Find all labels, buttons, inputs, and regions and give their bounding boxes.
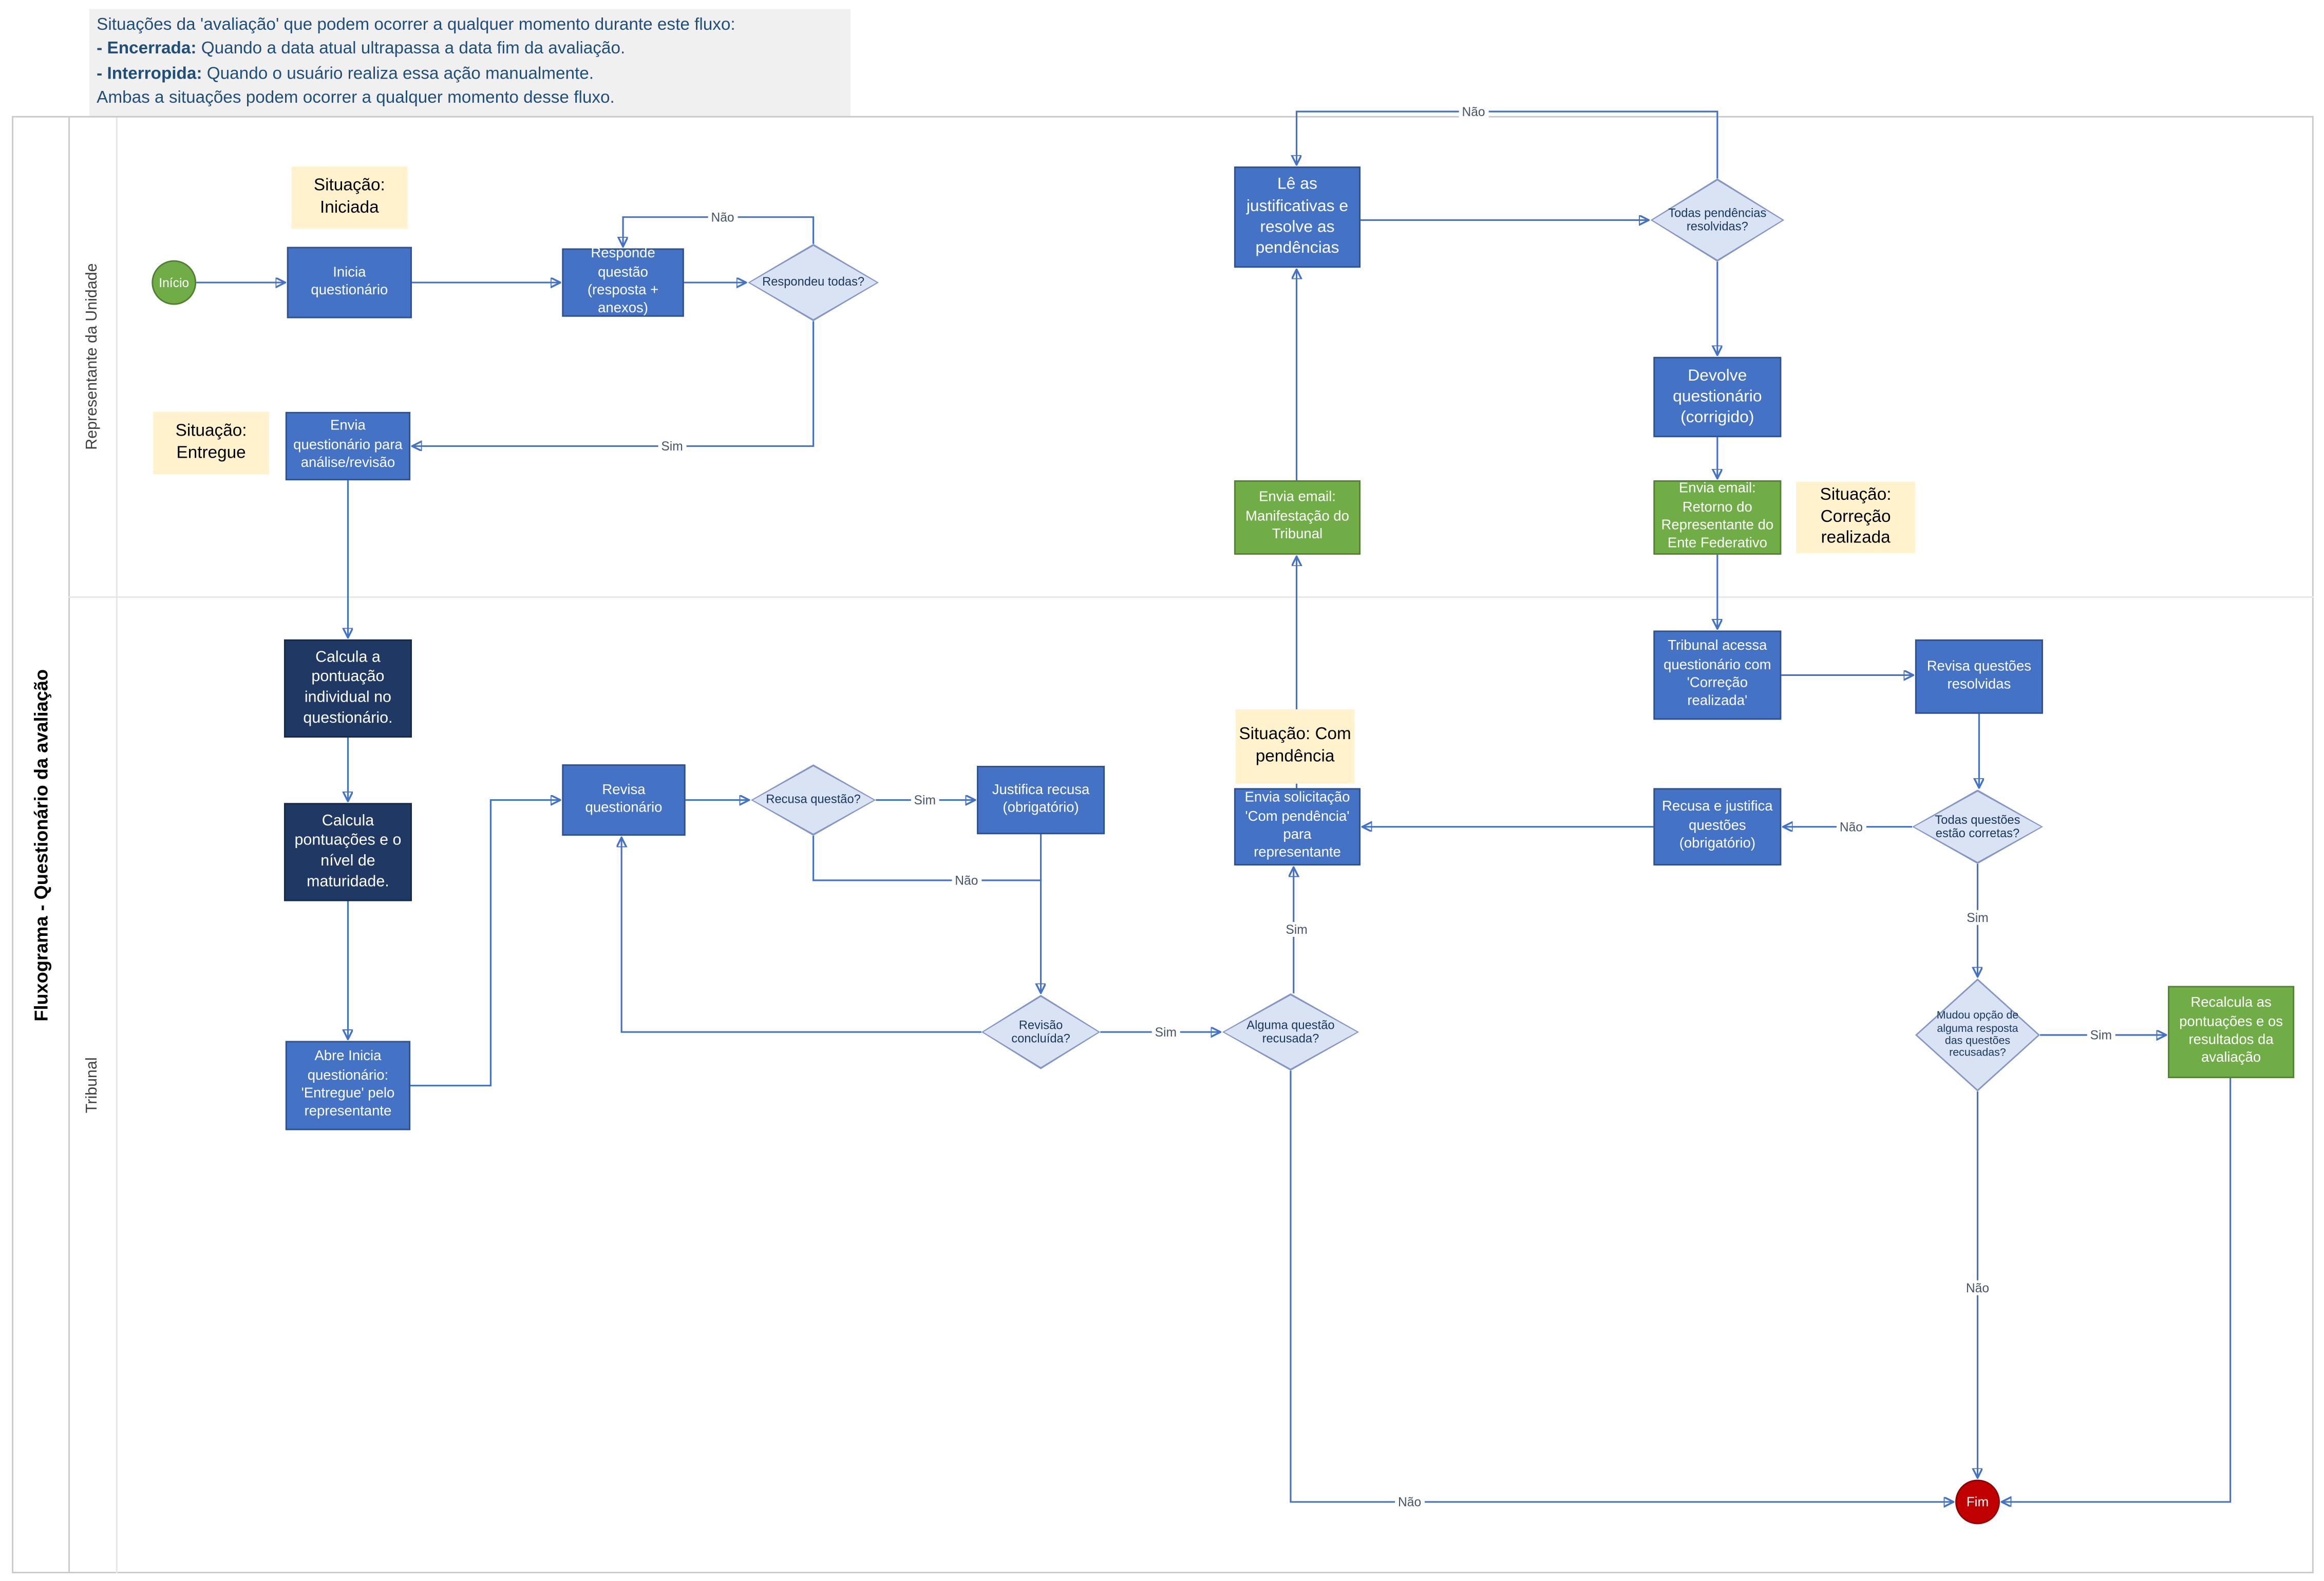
edge-label-respondeu-sim: Sim	[658, 439, 686, 454]
edge-label-alguma-nao: Não	[1395, 1494, 1424, 1510]
note-label: Situação: Iniciada	[313, 177, 385, 217]
node-tribunal-acessa: Tribunal acessa questionário com 'Correç…	[1653, 630, 1782, 720]
node-alguma-questao: Alguma questão recusada?	[1222, 993, 1359, 1071]
end-node: Fim	[1955, 1479, 2000, 1524]
node-recusa-questao: Recusa questão?	[751, 764, 876, 836]
edge-recalcula-fim	[2003, 1078, 2232, 1502]
note-interropida-text: Quando o usuário realiza essa ação manua…	[202, 65, 594, 83]
edge-alguma-nao-fim	[1290, 1070, 1952, 1502]
edge-respondeu-sim-envia	[413, 321, 815, 446]
node-label: Todas questões estão corretas?	[1935, 813, 2020, 840]
node-revisa-questionario: Revisa questionário	[562, 764, 686, 836]
note-situacao-iniciada: Situação: Iniciada	[291, 166, 408, 229]
node-label: Recalcula as pontuações e os resultados …	[2179, 995, 2283, 1067]
note-label: Situação: Correção realizada	[1820, 485, 1892, 548]
edge-label-mudou-sim: Sim	[2087, 1027, 2115, 1043]
node-abre-inicia: Abre Inicia questionário: 'Entregue' pel…	[285, 1041, 411, 1131]
node-label: Envia email: Retorno do Representante do…	[1661, 481, 1774, 553]
note-situacao-com-pendencia: Situação: Com pendência	[1235, 709, 1355, 784]
node-devolve-questionario: Devolve questionário (corrigido)	[1653, 356, 1782, 438]
note-box: Situações da 'avaliação' que podem ocorr…	[89, 9, 851, 118]
lane-label-representante: Representante da Unidade	[68, 117, 118, 596]
node-label: Recusa questão?	[766, 793, 861, 807]
node-label: Envia solicitação 'Com pendência' para r…	[1244, 790, 1350, 862]
edge-label-alguma-sim: Sim	[1282, 921, 1311, 937]
node-envia-email-manifestacao: Envia email: Manifestação do Tribunal	[1234, 480, 1361, 555]
edge-label-revisao-sim: Sim	[1151, 1024, 1180, 1040]
edge-pendencias-nao-loop	[1297, 110, 1718, 179]
node-label: Abre Inicia questionário: 'Entregue' pel…	[301, 1048, 395, 1121]
edge-label-pendencias-nao: Não	[1459, 104, 1488, 119]
edge-abre-revisa	[410, 800, 559, 1087]
node-respondeu-todas: Respondeu todas?	[748, 243, 879, 322]
node-label: Revisa questões resolvidas	[1926, 658, 2032, 693]
node-label: Responde questão (resposta + anexos)	[587, 246, 659, 317]
node-mudou-opcao: Mudou opção de alguma resposta das quest…	[1915, 978, 2040, 1092]
node-revisa-questoes: Revisa questões resolvidas	[1915, 639, 2043, 714]
node-label: Tribunal acessa questionário com 'Correç…	[1664, 638, 1771, 710]
node-label: Revisão concluída?	[1011, 1018, 1070, 1046]
node-label: Fim	[1966, 1494, 1989, 1510]
start-node: Início	[152, 260, 197, 305]
node-calcula-pontuacao: Calcula a pontuação individual no questi…	[284, 639, 412, 738]
edge-label-recusa-sim: Sim	[911, 793, 939, 808]
note-label: Situação: Entregue	[175, 422, 247, 463]
edge-label-questoes-sim: Sim	[1963, 910, 1992, 925]
node-le-justificativas: Lê as justificativas e resolve as pendên…	[1234, 166, 1361, 268]
node-inicia-questionario: Inicia questionário	[287, 247, 412, 318]
note-encerrada-bold: - Encerrada:	[97, 41, 197, 59]
edge-revisao-nao-loop	[621, 839, 981, 1033]
node-justifica-recusa: Justifica recusa (obrigatório)	[977, 765, 1105, 835]
node-label: Todas pendências resolvidas?	[1668, 206, 1767, 234]
edge-recusa-nao-revisao	[813, 836, 1041, 992]
node-label: Justifica recusa (obrigatório)	[992, 781, 1090, 817]
node-revisao-concluida: Revisão concluída?	[981, 994, 1101, 1069]
lane-label-tribunal: Tribunal	[68, 596, 118, 1574]
node-label: Lê as justificativas e resolve as pendên…	[1246, 176, 1349, 258]
node-label: Calcula pontuações e o nível de maturida…	[294, 811, 402, 891]
node-envia-questionario: Envia questionário para análise/revisão	[285, 411, 411, 481]
note-situacao-entregue: Situação: Entregue	[153, 411, 270, 475]
node-label: Calcula a pontuação individual no questi…	[303, 648, 393, 727]
node-envia-email-retorno: Envia email: Retorno do Representante do…	[1653, 480, 1782, 555]
node-responde-questao: Responde questão (resposta + anexos)	[562, 246, 684, 317]
note-situacao-correcao: Situação: Correção realizada	[1796, 482, 1915, 553]
note-label: Situação: Com pendência	[1239, 725, 1351, 766]
node-label: Recusa e justifica questões (obrigatório…	[1662, 799, 1773, 853]
node-todas-pendencias: Todas pendências resolvidas?	[1650, 178, 1785, 262]
note-line-4: Ambas a situações podem ocorrer a qualqu…	[97, 89, 615, 107]
edge-label-recusa-nao: Não	[952, 873, 981, 888]
node-label: Devolve questionário (corrigido)	[1673, 366, 1762, 427]
note-line-2: - Encerrada: Quando a data atual ultrapa…	[97, 37, 836, 62]
node-label: Envia questionário para análise/revisão	[293, 418, 403, 472]
node-envia-solicitacao: Envia solicitação 'Com pendência' para r…	[1234, 788, 1361, 865]
node-label: Mudou opção de alguma resposta das quest…	[1936, 1009, 2019, 1060]
node-calcula-pontuacoes: Calcula pontuações e o nível de maturida…	[284, 803, 412, 901]
node-recalcula: Recalcula as pontuações e os resultados …	[2168, 986, 2295, 1078]
node-label: Início	[159, 275, 190, 290]
node-todas-questoes: Todas questões estão corretas?	[1912, 789, 2043, 864]
note-line-3: - Interropida: Quando o usuário realiza …	[97, 62, 836, 86]
diagram-title-strip: Fluxograma - Questionário da avaliação	[13, 117, 70, 1572]
node-recusa-justifica: Recusa e justifica questões (obrigatório…	[1653, 788, 1782, 865]
edge-label-questoes-nao: Não	[1837, 819, 1866, 835]
note-interropida-bold: - Interropida:	[97, 65, 202, 83]
node-label: Envia email: Manifestação do Tribunal	[1245, 490, 1349, 543]
note-line-1: Situações da 'avaliação' que podem ocorr…	[97, 16, 735, 34]
node-label: Alguma questão recusada?	[1246, 1018, 1335, 1046]
note-encerrada-text: Quando a data atual ultrapassa a data fi…	[196, 41, 626, 59]
node-label: Revisa questionário	[585, 781, 663, 817]
node-label: Inicia questionário	[311, 264, 388, 299]
edge-label-respondeu-nao: Não	[708, 210, 738, 225]
lane-divider	[68, 596, 2314, 598]
edge-label-mudou-nao: Não	[1963, 1280, 1992, 1295]
diagram-frame: Fluxograma - Questionário da avaliação R…	[12, 116, 2314, 1574]
node-label: Respondeu todas?	[762, 275, 865, 289]
